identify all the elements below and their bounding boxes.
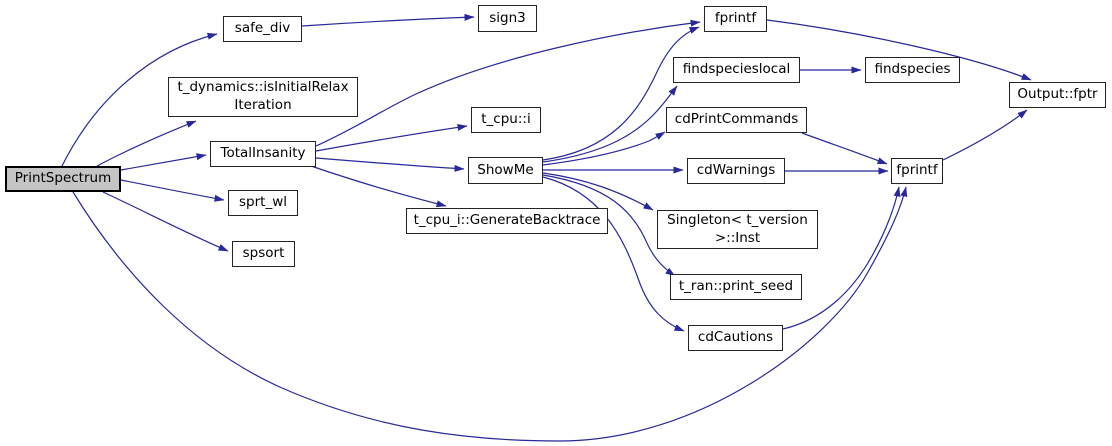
- node-cdcautions[interactable]: cdCautions: [688, 325, 783, 351]
- node-fprintf-2[interactable]: fprintf: [891, 158, 943, 184]
- node-fprintf-1[interactable]: fprintf: [704, 6, 767, 32]
- node-singleton-t_version-inst[interactable]: Singleton< t_version >::Inst: [657, 210, 818, 249]
- edge-showme-cdcautions: [542, 176, 685, 332]
- edge-totalinsanity-fprintf1: [315, 19, 701, 147]
- node-t_cpu_i-generatebacktrace[interactable]: t_cpu_i::GenerateBacktrace: [406, 208, 608, 234]
- edge-showme-fprintf1: [542, 26, 700, 161]
- node-sign3[interactable]: sign3: [478, 5, 537, 32]
- node-totalinsanity[interactable]: TotalInsanity: [210, 141, 316, 167]
- edge-cdcautions-fprintf2: [782, 186, 901, 330]
- edge-showme-findspecieslocal: [542, 85, 678, 163]
- edge-printspectrum-safe_div: [61, 32, 218, 167]
- edge-totalinsanity-generatebacktrace: [310, 165, 447, 208]
- edge-printspectrum-t_dynamics: [96, 120, 197, 167]
- edge-cdprintcommands-fprintf2: [801, 132, 888, 165]
- node-cdwarnings[interactable]: cdWarnings: [687, 158, 785, 184]
- node-findspecieslocal[interactable]: findspecieslocal: [673, 57, 800, 83]
- edge-fprintf1-output_fptr: [766, 19, 1032, 81]
- edge-printspectrum-fprintf2: [72, 186, 908, 442]
- node-output-fptr[interactable]: Output::fptr: [1009, 82, 1106, 108]
- edge-fprintf2-output_fptr: [942, 109, 1028, 161]
- node-t_ran-print_seed[interactable]: t_ran::print_seed: [670, 274, 802, 300]
- node-printspectrum[interactable]: PrintSpectrum: [5, 166, 121, 192]
- node-t_dynamics-isinitialrelaxiteration[interactable]: t_dynamics::isInitialRelax Iteration: [168, 77, 358, 117]
- edge-showme-singleton: [542, 172, 654, 211]
- node-t_cpu-i[interactable]: t_cpu::i: [471, 107, 541, 133]
- node-sprt_wl[interactable]: sprt_wl: [228, 190, 298, 216]
- edge-printspectrum-spsort: [102, 191, 229, 252]
- edge-totalinsanity-showme: [315, 157, 465, 172]
- edge-printspectrum-totalinsanity: [120, 153, 207, 171]
- node-cdprintcommands[interactable]: cdPrintCommands: [666, 107, 807, 133]
- edge-totalinsanity-t_cpu_i: [315, 123, 468, 152]
- node-showme[interactable]: ShowMe: [468, 157, 543, 184]
- node-spsort[interactable]: spsort: [232, 241, 295, 267]
- node-findspecies[interactable]: findspecies: [865, 57, 960, 83]
- edge-showme-cdprintcommands: [542, 131, 666, 166]
- edge-showme-print_seed: [542, 174, 676, 277]
- edge-printspectrum-sprt_wl: [120, 179, 225, 202]
- edge-safe_div-sign3: [301, 13, 475, 27]
- node-safe_div[interactable]: safe_div: [223, 16, 302, 42]
